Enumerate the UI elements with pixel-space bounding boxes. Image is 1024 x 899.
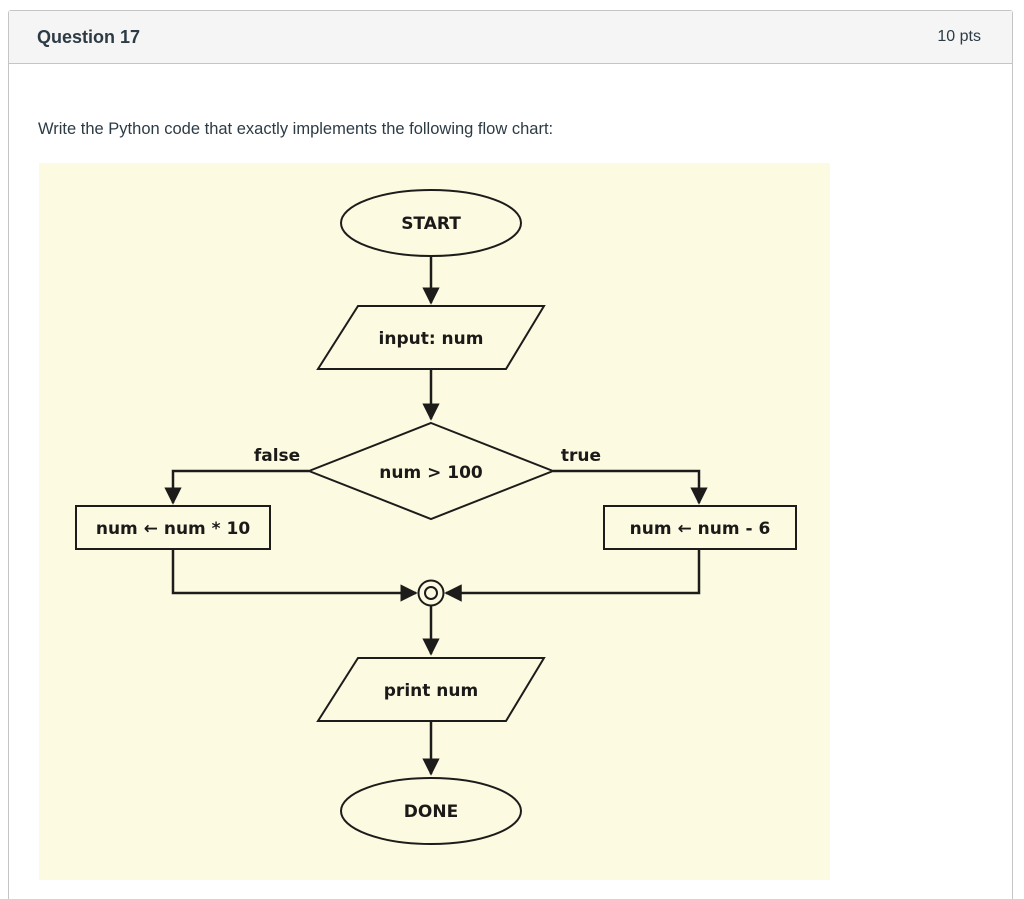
question-prompt: Write the Python code that exactly imple… [38, 120, 554, 138]
node-print-label: print num [384, 681, 478, 701]
node-input-label: input: num [379, 329, 484, 349]
node-true-process-label: num ← num - 6 [630, 519, 771, 539]
question-panel: Question 17 10 pts Write the Python code… [8, 10, 1013, 899]
question-title: Question 17 [37, 26, 141, 47]
merge-connector-inner [424, 586, 438, 600]
node-done [340, 777, 522, 845]
question-points-badge: 10 pts [937, 28, 981, 45]
node-decision [306, 421, 556, 521]
flowchart-svg: START input: num num > 100 false true nu… [39, 163, 830, 880]
edge-false-to-merge [171, 549, 418, 602]
edge-decision-true [553, 469, 708, 505]
node-decision-label: num > 100 [379, 463, 483, 483]
flowchart-image: START input: num num > 100 false true nu… [39, 163, 830, 880]
node-false-process-label: num ← num * 10 [96, 519, 250, 539]
branch-label-false: false [254, 446, 300, 466]
node-done-label: DONE [404, 802, 458, 822]
node-true-process [603, 505, 797, 550]
node-false-process [75, 505, 271, 550]
edge-true-to-merge [444, 549, 701, 602]
node-start [340, 189, 522, 257]
node-input [316, 305, 546, 370]
merge-connector-icon [417, 579, 445, 607]
node-start-label: START [401, 214, 461, 234]
edge-decision-false [164, 469, 309, 505]
node-print [316, 657, 546, 722]
branch-label-true: true [561, 446, 601, 466]
question-header: Question 17 10 pts [9, 11, 1012, 64]
